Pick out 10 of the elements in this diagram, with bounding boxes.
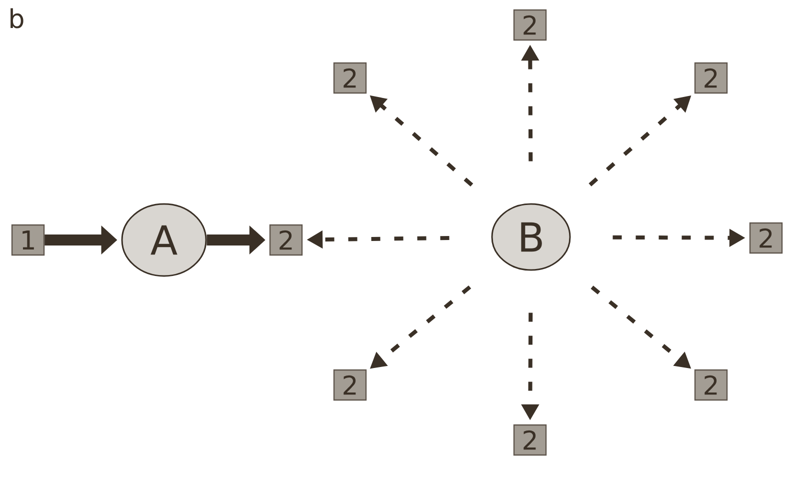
number-box: 2 [694,62,728,94]
number-box: 2 [269,224,303,256]
number-box: 2 [513,9,547,41]
number-box: 2 [694,369,728,401]
number-box: 2 [513,424,547,456]
panel-letter: b [10,8,24,28]
number-box: 1 [11,224,45,256]
number-box: 2 [333,62,367,94]
number-box: 2 [749,222,783,254]
number-box: 2 [333,369,367,401]
